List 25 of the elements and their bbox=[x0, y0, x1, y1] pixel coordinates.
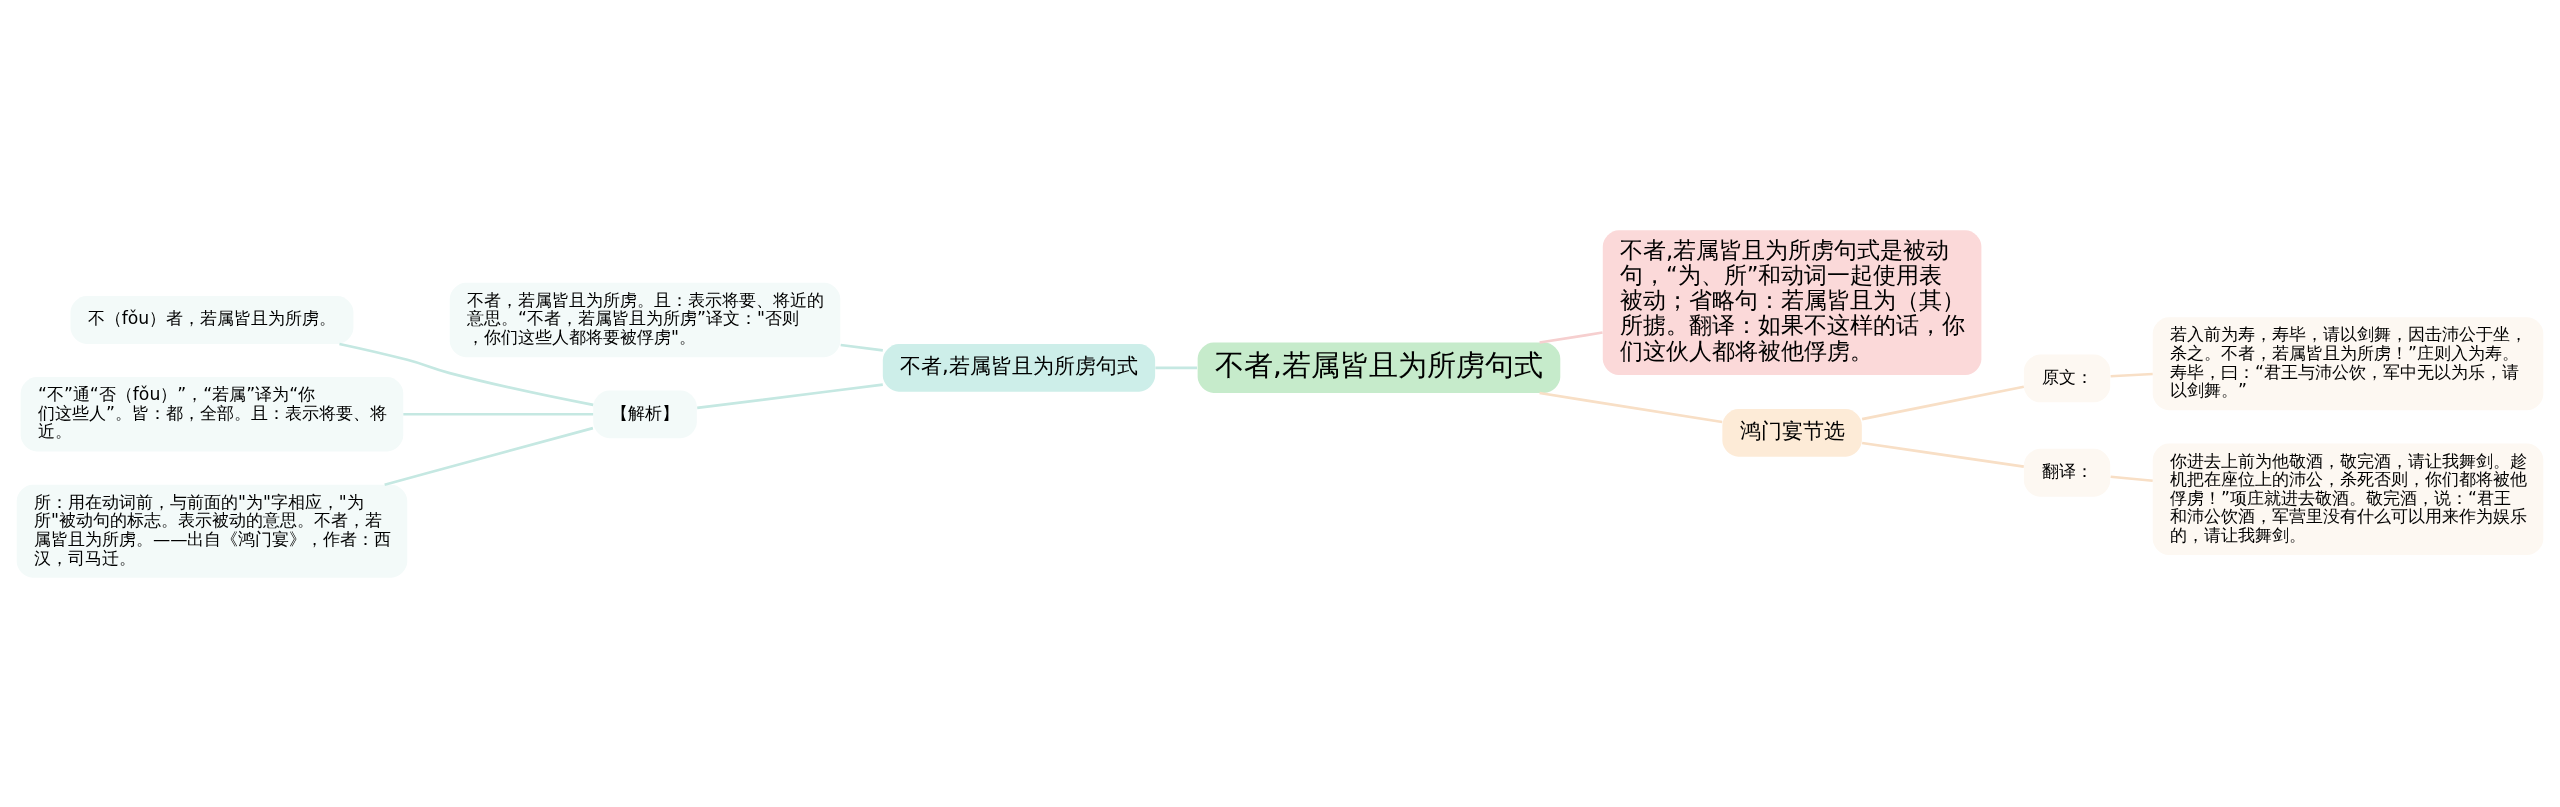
node-box: 不（fǒu）者，若属皆且为所虏。 bbox=[70, 295, 354, 344]
node-box: 鸿门宴节选 bbox=[1722, 408, 1862, 457]
node-box: 原文： bbox=[2023, 354, 2111, 402]
node-box: 若入前为寿，寿毕，请以剑舞，因击沛公于坐，杀之。不者，若属皆且为所虏！”庄则入为寿。寿毕，曰：“君王与沛公饮，军中无以为乐，请以剑舞。” bbox=[2152, 316, 2544, 410]
node-box: “不”通“否（fǒu）”，“若属”译为“你们这些人”。皆：都，全部。且：表示将要、将近。 bbox=[20, 376, 404, 451]
connector bbox=[2110, 474, 2153, 482]
node-box: 【解析】 bbox=[593, 389, 697, 438]
connector bbox=[339, 342, 594, 406]
connector bbox=[1539, 330, 1603, 344]
connector bbox=[384, 426, 594, 486]
node-box: 所：用在动词前，与前面的"为"字相应，"为所"被动句的标志。表示被动的意思。不者，若属皆且为所虏。——出自《鸿门宴》，作者：西汉，司马迁。 bbox=[16, 484, 408, 578]
node-box: 翻译： bbox=[2023, 448, 2111, 497]
node-box: 不者,若属皆且为所虏句式是被动句，“为、所”和动词一起使用表被动；省略句：若属皆且为（其）所掳。翻译：如果不这样的话，你们这伙人都将被他俘虏。 bbox=[1602, 229, 1982, 375]
connector bbox=[1861, 441, 2024, 468]
connector bbox=[2110, 372, 2153, 378]
connector bbox=[697, 382, 883, 409]
node-box: 不者，若属皆且为所虏。且：表示将要、将近的意思。“不者，若属皆且为所虏”译文："否则，你们这些人都将要被俘虏"。 bbox=[449, 282, 841, 357]
connector bbox=[1155, 365, 1198, 369]
connector bbox=[403, 412, 594, 416]
connector bbox=[1539, 391, 1723, 423]
node-box: 不者,若属皆且为所虏句式 bbox=[882, 343, 1156, 392]
connector bbox=[840, 343, 883, 352]
node-box: 你进去上前为他敬酒，敬完酒，请让我舞剑。趁机把在座位上的沛公，杀死否则，你们都将被他俘虏！”项庄就进去敬酒。敬完酒，说：“君王和沛公饮酒，军营里没有什么可以用来作为娱乐的，请让我舞剑。 bbox=[2152, 443, 2544, 555]
node-box: 不者,若属皆且为所虏句式 bbox=[1197, 342, 1561, 393]
connector bbox=[1861, 385, 2025, 420]
